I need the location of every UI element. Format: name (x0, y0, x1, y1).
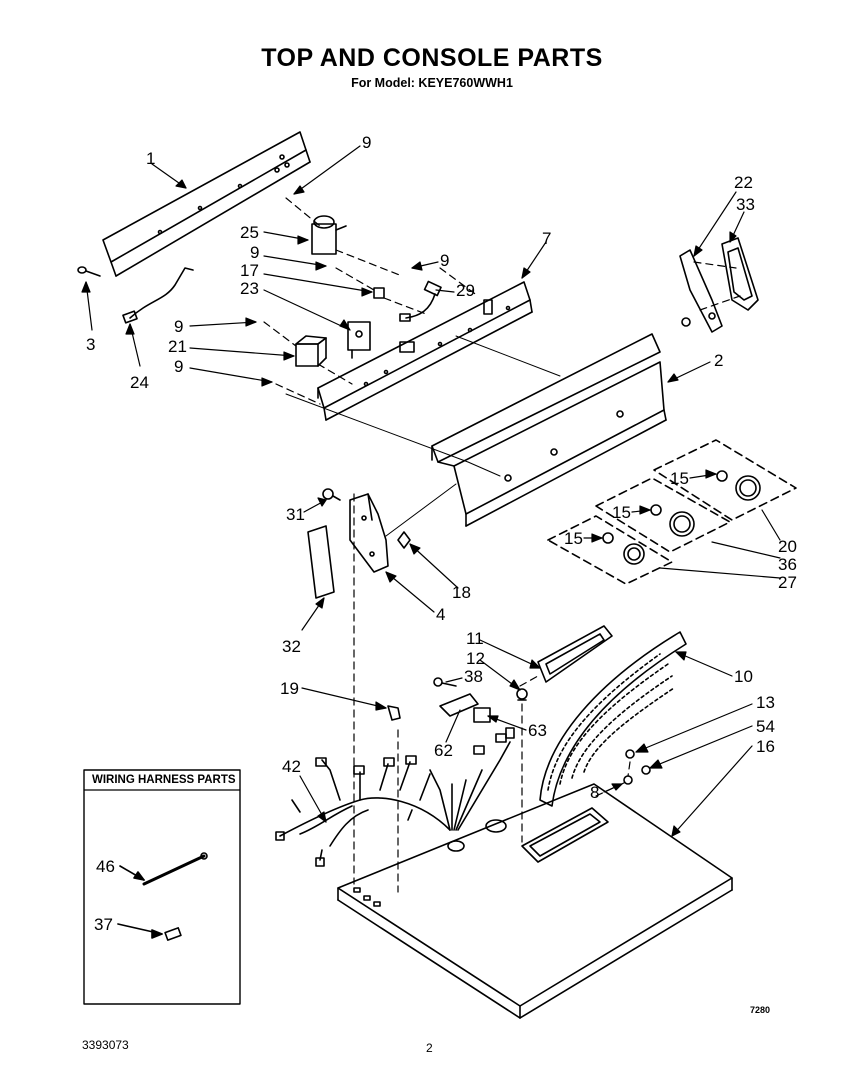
callout-42: 42 (282, 757, 301, 776)
callout-17: 17 (240, 261, 259, 280)
part-21-switch (295, 335, 327, 367)
callout-33: 33 (736, 195, 755, 214)
callout-25: 25 (240, 223, 259, 242)
document-number: 3393073 (82, 1038, 129, 1052)
callout-19: 19 (280, 679, 299, 698)
callout-10: 10 (734, 667, 753, 686)
callout-54: 54 (756, 717, 775, 736)
part-32-side-trim (307, 525, 335, 599)
callout-9-b: 9 (440, 251, 449, 270)
knob-group-36 (595, 477, 731, 553)
page-title: TOP AND CONSOLE PARTS (261, 44, 603, 72)
callout-63: 63 (528, 721, 547, 740)
callout-37: 37 (94, 915, 113, 934)
wiring-harness-title: WIRING HARNESS PARTS (92, 774, 236, 786)
callout-15-b: 15 (612, 503, 631, 522)
part-19-clip (387, 705, 401, 721)
part-11-component (537, 625, 613, 683)
callout-9-a: 9 (250, 243, 259, 262)
part-63-connector (473, 707, 491, 723)
knob-group-20 (653, 439, 797, 521)
callout-2: 2 (714, 351, 723, 370)
callout-7: 7 (542, 229, 551, 248)
callout-21: 21 (168, 337, 187, 356)
callout-23: 23 (240, 279, 259, 298)
callout-12: 12 (466, 649, 485, 668)
part-62-plate (439, 693, 479, 717)
part-54-screw (641, 765, 651, 775)
part-42-wiring-harness (275, 727, 515, 867)
callout-62: 62 (434, 741, 453, 760)
part-23-component (347, 321, 371, 359)
callout-11: 11 (466, 629, 484, 648)
callout-4: 4 (436, 605, 445, 624)
callout-38: 38 (464, 667, 483, 686)
knob-group-27 (547, 515, 673, 585)
part-25-switch (311, 215, 347, 255)
callout-9-top: 9 (362, 133, 371, 152)
callout-20: 20 (778, 537, 797, 556)
part-1-rear-panel (102, 131, 311, 277)
part-22-frame (679, 249, 723, 333)
part-3-screw (77, 266, 101, 277)
part-31-screw (322, 488, 341, 501)
callout-9-c: 9 (174, 317, 183, 336)
part-17-block (373, 287, 385, 299)
callout-15-c: 15 (564, 529, 583, 548)
part-16-top (337, 783, 733, 1019)
part-7-console-bracket (317, 281, 533, 421)
callout-31: 31 (286, 505, 305, 524)
drawing-number: 7280 (750, 1005, 771, 1015)
page-number: 2 (426, 1041, 433, 1055)
part-29-wire (399, 280, 442, 322)
callout-24: 24 (130, 373, 149, 392)
part-2-console (431, 333, 667, 527)
callout-36: 36 (778, 555, 797, 574)
callout-labels: 1 9 25 9 9 17 23 29 7 3 24 9 21 9 22 33 … (86, 133, 797, 934)
wiring-harness-box (83, 769, 241, 1005)
part-8-screw (623, 775, 633, 785)
callout-13: 13 (756, 693, 775, 712)
part-18-clip (397, 531, 411, 549)
callout-8: 8 (590, 783, 599, 802)
callout-9-d: 9 (174, 357, 183, 376)
model-subtitle: For Model: KEYE760WWH1 (351, 76, 513, 90)
alignment-lines (263, 197, 741, 893)
callout-15-a: 15 (670, 469, 689, 488)
connection-lines (285, 335, 561, 537)
callout-1: 1 (146, 149, 155, 168)
callout-16: 16 (756, 737, 775, 756)
part-13-screw (625, 749, 635, 759)
part-10-duct (539, 631, 687, 807)
part-12-small-part (516, 688, 528, 701)
callout-27: 27 (778, 573, 797, 592)
callout-22: 22 (734, 173, 753, 192)
part-24-cable (122, 267, 194, 324)
callout-32: 32 (282, 637, 301, 656)
callout-29: 29 (456, 281, 475, 300)
leader-lines (81, 145, 781, 837)
callout-3: 3 (86, 335, 95, 354)
callout-46: 46 (96, 857, 115, 876)
callout-18: 18 (452, 583, 471, 602)
part-38-screw (433, 677, 457, 687)
part-33-cover (721, 237, 759, 311)
part-4-end-cap (349, 493, 389, 573)
